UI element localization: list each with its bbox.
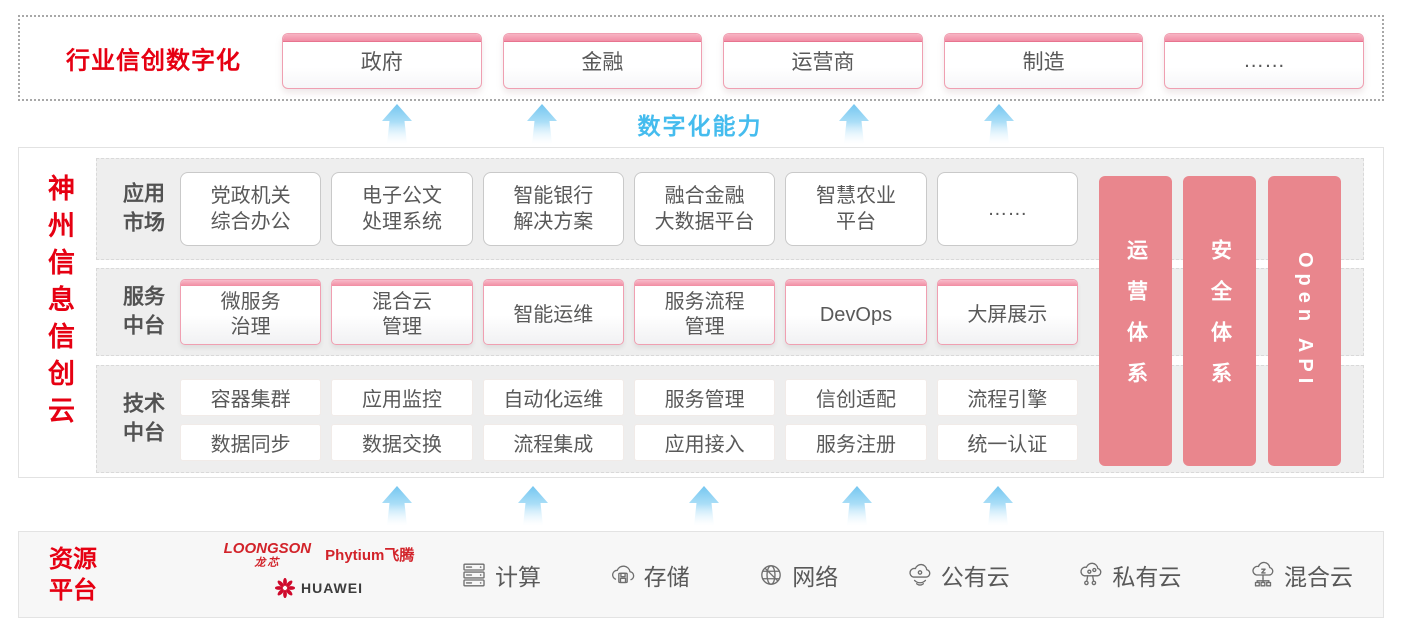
resource-item-label: 计算 [495,563,541,590]
resource-item-private-cloud: 私有云 [1076,558,1181,592]
tech-card: 应用接入 [633,424,776,461]
industry-box-finance: 金融 [502,33,703,89]
private-cloud-icon [1080,562,1102,585]
loongson-logo: LOONGSON 龙芯 [224,541,312,569]
service-card: DevOps [785,279,927,345]
row-label-tech: 技术 中台 [123,392,165,445]
service-card: 大屏展示 [936,279,1078,345]
up-arrow-icon [382,104,412,144]
vendor-logos: LOONGSON 龙芯 Phytium飞腾 [202,541,436,598]
resource-item-label: 存储 [643,563,690,590]
resource-item-label: 公有云 [940,563,1010,590]
platform-core: 神州信息信创云 应用 市场 党政机关 综合办公 电子公文 处理系统 智能银行 解… [18,147,1384,478]
row-label-app-market: 应用 市场 [123,182,165,235]
tech-card: 自动化运维 [482,379,624,416]
tech-cards-top: 容器集群 应用监控 自动化运维 服务管理 信创适配 流程引擎 [180,379,1078,416]
up-arrow-icon [689,486,719,526]
huawei-wordmark: HUAWEI [301,580,363,596]
up-arrow-icon [984,104,1014,144]
platform-side-title: 神州信息信创云 [44,174,74,433]
huawei-flower-icon [275,578,295,598]
row-label-service: 服务 中台 [123,285,165,338]
public-cloud-icon [909,563,931,586]
resource-item-storage: 存储 [608,558,690,592]
resource-item-label: 私有云 [1112,563,1182,590]
hybrid-cloud-icon [1252,561,1274,586]
pillar-security: 安全体系 [1183,176,1256,466]
storage-cloud-icon [611,564,634,583]
app-market-cards: 党政机关 综合办公 电子公文 处理系统 智能银行 解决方案 融合金融 大数据平台… [180,172,1078,246]
resource-platform: 资源 平台 LOONGSON 龙芯 Phytium飞腾 [18,531,1384,618]
resource-item-network: 网络 [756,558,838,592]
banner-title: 行业信创数字化 [66,47,241,75]
industry-boxes: 政府 金融 运营商 制造 …… [282,33,1364,89]
tech-card: 流程集成 [482,424,624,461]
tech-card: 容器集群 [180,379,322,416]
phytium-logo: Phytium飞腾 [325,547,415,564]
network-globe-icon [761,564,782,585]
up-arrow-icon [382,486,412,526]
up-arrow-icon [839,104,869,144]
service-card: 混合云 管理 [331,279,473,345]
loongson-wordmark: LOONGSON [223,540,312,557]
tech-card: 流程引擎 [936,379,1078,416]
resource-title: 资源 平台 [49,545,97,604]
tech-cards-bottom: 数据同步 数据交换 流程集成 应用接入 服务注册 统一认证 [180,424,1078,461]
tech-card: 服务注册 [785,424,927,461]
service-card: 微服务 治理 [180,279,322,345]
service-card: 服务流程 管理 [633,279,776,345]
app-card: 智能银行 解决方案 [482,172,624,246]
tech-card: 信创适配 [785,379,927,416]
app-card: 电子公文 处理系统 [331,172,473,246]
app-card: 党政机关 综合办公 [180,172,322,246]
service-card: 智能运维 [482,279,624,345]
industry-box-manufacturing: 制造 [943,33,1144,89]
resource-item-compute: 计算 [459,558,541,592]
pillar-operations: 运营体系 [1099,176,1172,466]
row-service-platform: 服务 中台 微服务 治理 混合云 管理 智能运维 服务流程 管理 DevOps … [96,268,1364,356]
tech-card: 数据交换 [331,424,473,461]
tech-card: 应用监控 [331,379,473,416]
resource-item-label: 混合云 [1283,563,1353,590]
loongson-cn-label: 龙芯 [254,557,281,569]
industry-box-government: 政府 [282,33,482,89]
resource-item-hybrid-cloud: 混合云 [1248,558,1353,592]
industry-box-operator: 运营商 [723,33,923,89]
up-arrow-icon [527,104,557,144]
server-icon [463,563,485,586]
industry-banner: 行业信创数字化 政府 金融 运营商 制造 …… [18,15,1384,101]
industry-box-more: …… [1164,33,1364,89]
tech-card: 数据同步 [180,424,322,461]
up-arrow-icon [842,486,872,526]
tech-card: 服务管理 [633,379,776,416]
up-arrow-icon [983,486,1013,526]
service-cards: 微服务 治理 混合云 管理 智能运维 服务流程 管理 DevOps 大屏展示 [180,279,1078,345]
row-tech-platform: 技术 中台 容器集群 应用监控 自动化运维 服务管理 信创适配 流程引擎 数据同… [96,365,1364,473]
resource-item-label: 网络 [792,563,839,590]
tech-card: 统一认证 [936,424,1078,461]
resource-item-public-cloud: 公有云 [905,558,1010,592]
resource-items: 计算 存储 网络 [459,532,1353,617]
up-arrow-icon [518,486,548,526]
row-app-market: 应用 市场 党政机关 综合办公 电子公文 处理系统 智能银行 解决方案 融合金融… [96,158,1364,260]
huawei-logo: HUAWEI [202,578,436,598]
pillar-open-api: Open API [1268,176,1341,466]
capability-label: 数字化能力 [637,113,763,139]
app-card: 智慧农业 平台 [785,172,927,246]
app-card-more: …… [936,172,1078,246]
app-card: 融合金融 大数据平台 [633,172,776,246]
